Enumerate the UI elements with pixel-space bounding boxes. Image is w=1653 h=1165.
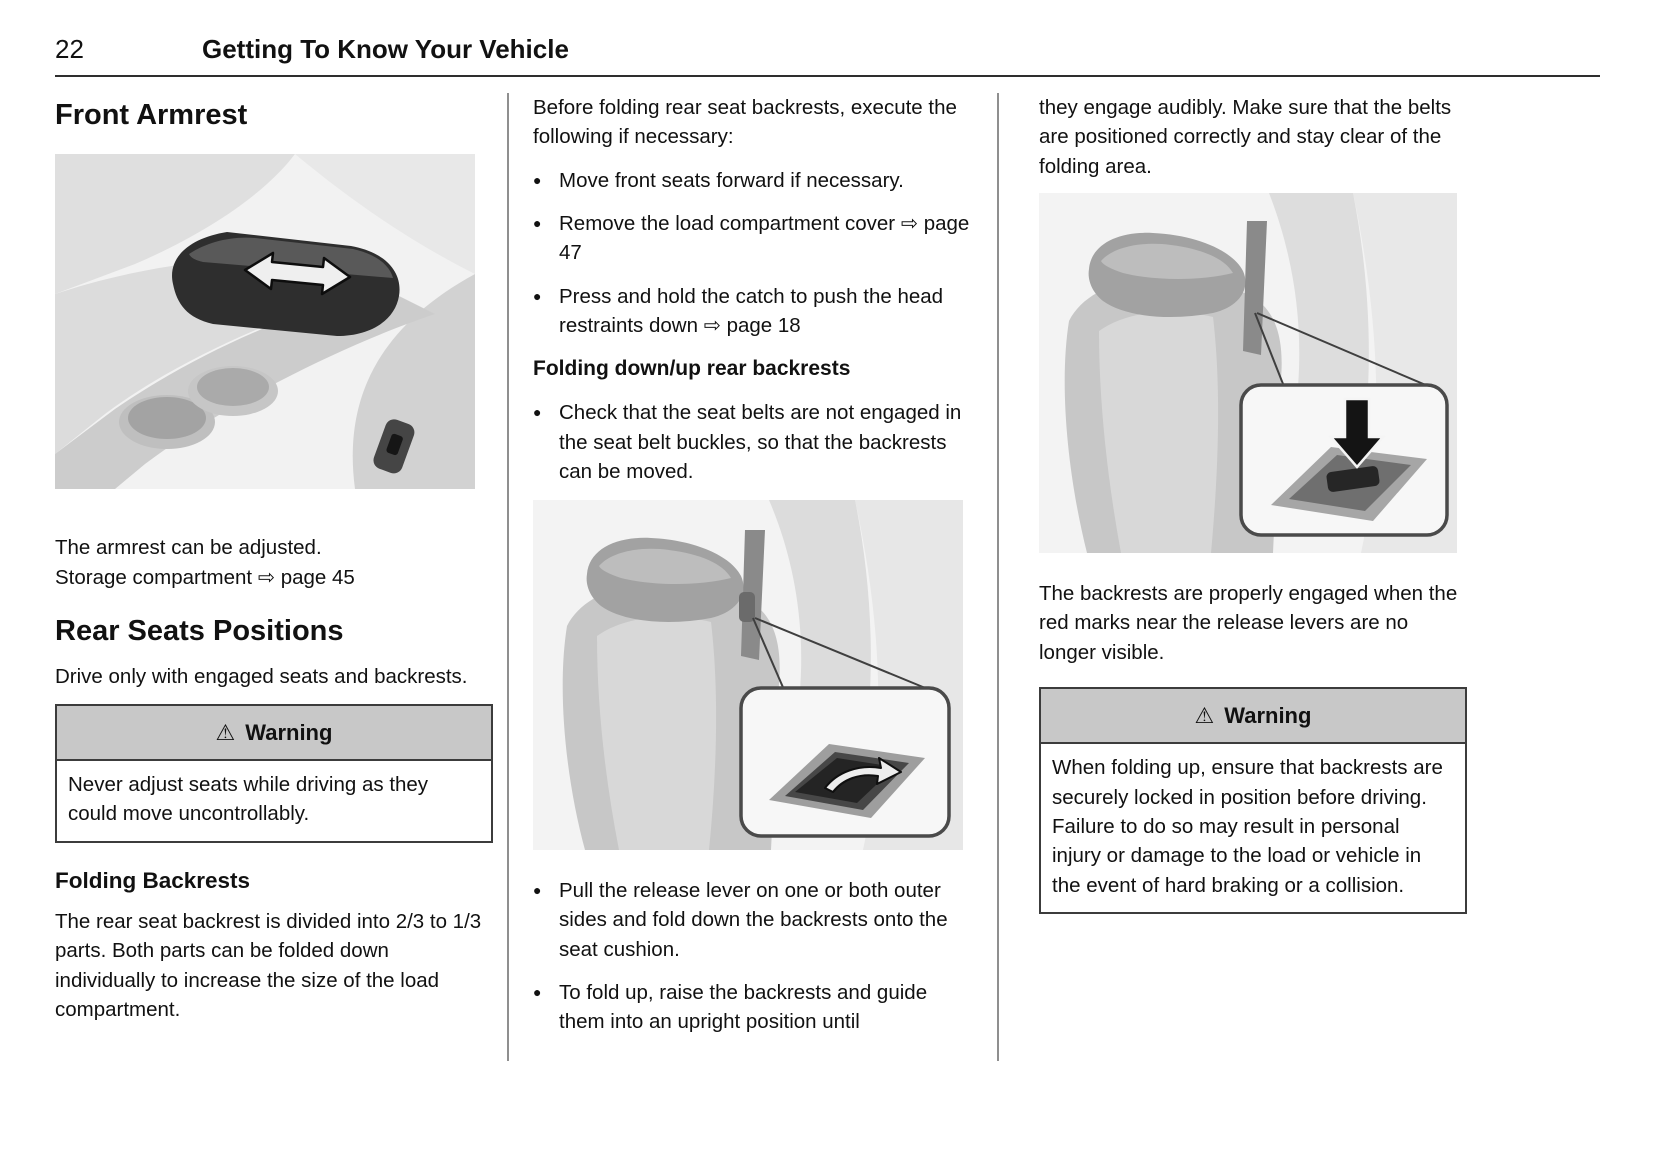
bullet-icon: ●: [533, 287, 542, 304]
bullet-icon: ●: [533, 171, 542, 188]
list-item-text: Remove the load compartment cover ⇨ page…: [559, 211, 970, 265]
down-arrow-icon: [1328, 397, 1386, 469]
check-list: ● Check that the seat belts are not enga…: [533, 398, 973, 486]
armrest-caption-line2: Storage compartment ⇨ page 45: [55, 566, 355, 590]
chapter-title: Getting To Know Your Vehicle: [202, 34, 569, 64]
column-left: Front Armrest: [55, 93, 493, 1061]
fold-up-continuation-text: they engage audibly. Make sure that the …: [1039, 96, 1452, 178]
folding-backrests-text: The rear seat backrest is divided into 2…: [55, 909, 482, 1021]
content-columns: Front Armrest: [55, 93, 1653, 1061]
column-divider-2: [997, 93, 999, 1061]
heading-front-armrest: Front Armrest: [55, 99, 248, 131]
fold-actions-list: ● Pull the release lever on one or both …: [533, 876, 973, 1037]
bullet-icon: ●: [533, 882, 542, 899]
rear-seats-intro: Drive only with engaged seats and backre…: [55, 665, 468, 689]
release-lever-illustration: [533, 500, 973, 851]
list-item-text: Move front seats forward if necessary.: [559, 168, 904, 192]
column-right: they engage audibly. Make sure that the …: [1039, 93, 1467, 1061]
warning-title: Warning: [1224, 702, 1312, 728]
warning-text: When folding up, ensure that backrests a…: [1041, 744, 1465, 912]
front-armrest-illustration: [55, 154, 493, 490]
adjust-arrow-icon: [243, 252, 352, 296]
preparation-list: ● Move front seats forward if necessary.…: [533, 166, 973, 341]
list-item: ● To fold up, raise the backrests and gu…: [533, 978, 973, 1037]
page-number: 22: [55, 34, 84, 64]
list-item-text: Check that the seat belts are not engage…: [559, 401, 962, 483]
bullet-icon: ●: [533, 404, 542, 421]
column-divider-1: [507, 93, 509, 1061]
bullet-icon: ●: [533, 984, 542, 1001]
warning-title: Warning: [245, 719, 333, 745]
column-middle: Before folding rear seat backrests, exec…: [533, 93, 973, 1061]
heading-folding-down-up: Folding down/up rear backrests: [533, 357, 851, 381]
list-item-text: To fold up, raise the backrests and guid…: [559, 981, 928, 1034]
list-item: ● Pull the release lever on one or both …: [533, 876, 973, 964]
warning-icon: ⚠: [1194, 702, 1215, 728]
warning-box-adjust-seats: ⚠ Warning Never adjust seats while drivin…: [55, 703, 493, 843]
seatbelt-buckle-shape: [373, 419, 415, 474]
warning-header: ⚠ Warning: [1041, 688, 1465, 745]
list-item-text: Pull the release lever on one or both ou…: [559, 879, 948, 961]
list-item-text: Press and hold the catch to push the hea…: [559, 284, 944, 337]
warning-header: ⚠ Warning: [57, 705, 491, 762]
heading-folding-backrests: Folding Backrests: [55, 867, 251, 893]
before-folding-intro: Before folding rear seat backrests, exec…: [533, 96, 957, 149]
header-rule: [55, 75, 1600, 77]
list-item: ● Press and hold the catch to push the h…: [533, 282, 973, 341]
backrests-engaged-text: The backrests are properly engaged when …: [1039, 581, 1458, 664]
list-item: ● Remove the load compartment cover ⇨ pa…: [533, 209, 973, 268]
list-item: ● Move front seats forward if necessary.: [533, 166, 973, 195]
warning-icon: ⚠: [215, 719, 236, 745]
pull-arrow-icon: [824, 757, 902, 794]
armrest-caption: The armrest can be adjusted. Storage com…: [55, 533, 493, 592]
armrest-caption-line1: The armrest can be adjusted.: [55, 536, 322, 560]
fold-up-illustration: [1039, 192, 1467, 553]
heading-rear-seats-positions: Rear Seats Positions: [55, 614, 344, 647]
list-item: ● Check that the seat belts are not enga…: [533, 398, 973, 486]
manual-page: 22 Getting To Know Your Vehicle Front Ar…: [55, 34, 1653, 1061]
warning-box-fold-up: ⚠ Warning When folding up, ensure that ba…: [1039, 686, 1467, 914]
page-header: 22 Getting To Know Your Vehicle: [55, 34, 1653, 65]
warning-text: Never adjust seats while driving as they…: [57, 761, 491, 841]
bullet-icon: ●: [533, 214, 542, 231]
